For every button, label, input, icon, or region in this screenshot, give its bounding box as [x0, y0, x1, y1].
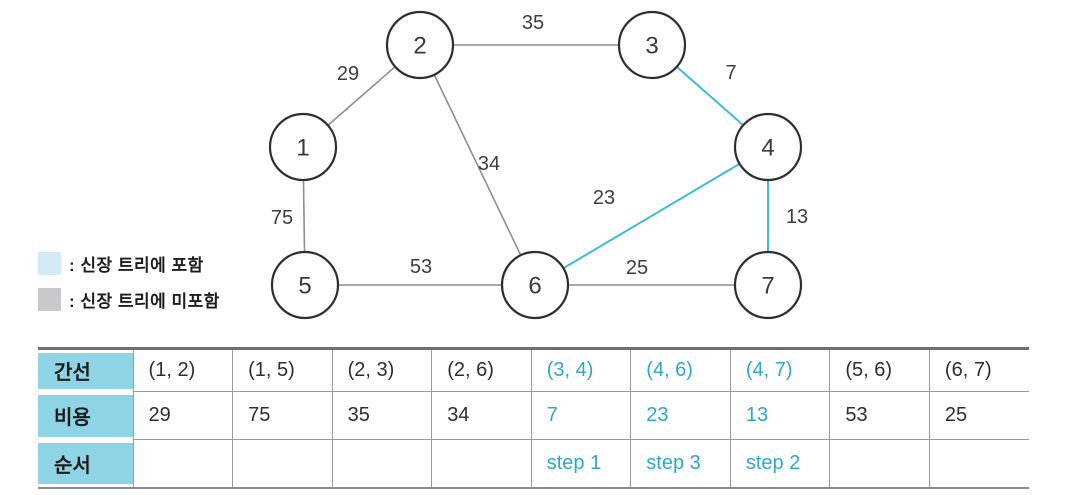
graph-node-7: 7: [733, 250, 803, 320]
edge-cell: (6, 7): [928, 348, 1029, 392]
order-cell: [232, 439, 333, 488]
node-1-label: 1: [296, 135, 309, 162]
table-row-costs: 비용 29 75 35 34 7 23 13 53 25: [38, 391, 1029, 440]
order-cell: [829, 439, 930, 488]
graph-node-6: 6: [500, 250, 570, 320]
edge-weight-2-3: 35: [522, 12, 544, 34]
excluded-swatch-icon: [38, 287, 61, 311]
legend-item-included: : 신장 트리에 포함: [38, 251, 220, 275]
cost-cell: 75: [232, 391, 333, 440]
order-cell: [431, 439, 532, 488]
cost-cell: 29: [132, 391, 234, 440]
edge-weight-1-5: 75: [271, 207, 293, 229]
node-6-label: 6: [528, 273, 541, 300]
node-1-circle: [268, 112, 338, 182]
cost-cell: 53: [829, 391, 930, 440]
node-4-circle: [733, 112, 803, 182]
legend-excluded-label: : 신장 트리에 미포함: [69, 291, 220, 311]
order-cell-highlighted: step 3: [630, 439, 731, 488]
edge-cell-highlighted: (4, 6): [630, 348, 731, 392]
edge-cell: (5, 6): [829, 348, 930, 392]
edge-weight-2-6: 34: [478, 153, 500, 175]
included-swatch-icon: [38, 251, 61, 275]
order-cell-highlighted: step 1: [530, 439, 632, 488]
node-5-circle: [270, 250, 340, 320]
legend-item-excluded: : 신장 트리에 미포함: [38, 287, 220, 311]
row-header-cost: 비용: [38, 392, 134, 440]
cost-cell-highlighted: 13: [729, 391, 831, 440]
node-4-label: 4: [761, 135, 774, 162]
edge-weight-1-2: 29: [337, 63, 359, 85]
node-6-circle: [500, 250, 570, 320]
graph-node-3: 3: [617, 10, 687, 80]
node-5-label: 5: [298, 273, 311, 300]
edge-cell: (1, 5): [232, 348, 333, 392]
node-7-label: 7: [761, 273, 774, 300]
row-header-order: 순서: [38, 440, 134, 488]
node-3-circle: [617, 10, 687, 80]
row-header-edge: 간선: [38, 349, 134, 392]
edge-cell-highlighted: (4, 7): [729, 348, 831, 392]
order-cell-highlighted: step 2: [729, 439, 831, 488]
legend-included-label: : 신장 트리에 포함: [69, 255, 204, 275]
node-3-label: 3: [645, 33, 658, 60]
edge-cost-order-table: 간선 (1, 2) (1, 5) (2, 3) (2, 6) (3, 4) (4…: [38, 347, 1029, 489]
legend: : 신장 트리에 포함 : 신장 트리에 미포함: [38, 251, 220, 323]
edge-weight-3-4: 7: [725, 62, 736, 84]
cost-cell-highlighted: 7: [530, 391, 632, 440]
edge-2-6: [419, 44, 536, 286]
edge-weight-4-6: 23: [593, 187, 615, 209]
order-cell: [132, 439, 234, 488]
graph-node-1: 1: [268, 112, 338, 182]
graph-node-5: 5: [270, 250, 340, 320]
graph-diagram: 29 35 7 34 23 13 75 53 25 1 2 3 4 5: [268, 10, 808, 320]
cost-cell: 34: [431, 391, 532, 440]
cost-cell-highlighted: 23: [630, 391, 731, 440]
graph-node-2: 2: [385, 10, 455, 80]
edge-cell: (2, 6): [431, 348, 532, 392]
node-7-circle: [733, 250, 803, 320]
edge-weight-6-7: 25: [626, 257, 648, 279]
edge-weight-4-7: 13: [786, 206, 808, 228]
order-cell: [928, 439, 1029, 488]
graph-node-4: 4: [733, 112, 803, 182]
cost-cell: 25: [928, 391, 1029, 440]
edge-4-6: [534, 146, 769, 286]
node-2-circle: [385, 10, 455, 80]
edge-cell-highlighted: (3, 4): [530, 348, 632, 392]
table-row-edges: 간선 (1, 2) (1, 5) (2, 3) (2, 6) (3, 4) (4…: [38, 348, 1029, 392]
edge-cell: (2, 3): [331, 348, 433, 392]
cost-cell: 35: [331, 391, 433, 440]
node-2-label: 2: [413, 33, 426, 60]
order-cell: [331, 439, 433, 488]
edge-weight-5-6: 53: [410, 256, 432, 278]
edge-cell: (1, 2): [132, 348, 234, 392]
table-row-order: 순서 step 1 step 3 step 2: [38, 439, 1029, 488]
